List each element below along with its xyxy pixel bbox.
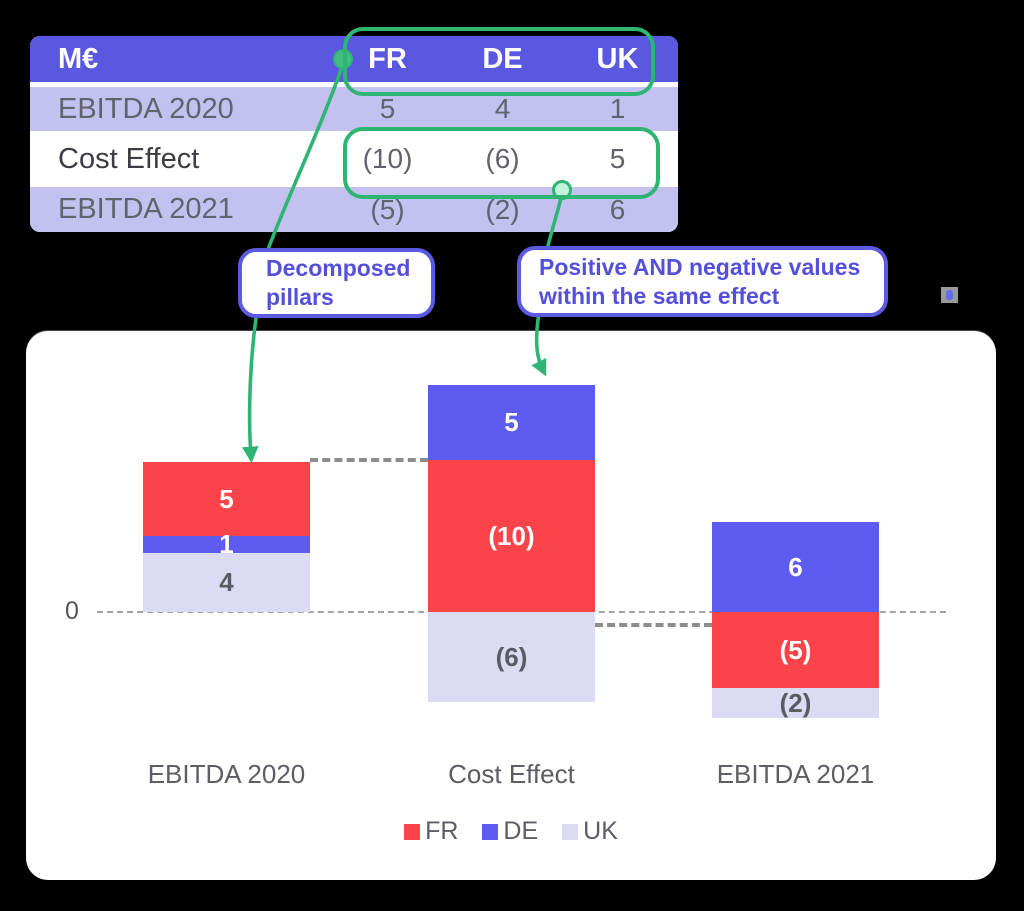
cell-de: (2): [485, 193, 520, 225]
bar-segment-uk[interactable]: 4: [143, 553, 310, 612]
bar-segment-fr[interactable]: 5: [143, 462, 310, 536]
legend-swatch-fr: [404, 823, 421, 840]
bar-segment-uk[interactable]: 6: [712, 522, 879, 612]
segment-value-label: (5): [779, 634, 812, 665]
chart-card: 0 5 1 4 5 (10) (6) 6 (5) (2) EBITDA 2020…: [26, 331, 996, 880]
x-axis-label-ebitda-2020: EBITDA 2020: [147, 759, 306, 789]
legend-label: UK: [583, 817, 618, 845]
table-row-ebitda-2021: EBITDA 2021 (5) (2) 6: [30, 187, 678, 232]
bar-segment-de[interactable]: (6): [428, 612, 595, 702]
legend-item-de[interactable]: DE: [482, 817, 538, 846]
cursor-beam-icon: [946, 290, 953, 300]
bar-ebitda-2020[interactable]: 5 1 4: [143, 462, 310, 612]
segment-value-label: 1: [219, 529, 234, 559]
bar-segment-de[interactable]: 1: [143, 529, 310, 559]
row-label: Cost Effect: [58, 142, 200, 175]
x-axis-label-cost-effect: Cost Effect: [448, 759, 575, 789]
legend-item-fr[interactable]: FR: [404, 817, 458, 846]
segment-value-label: (10): [488, 520, 535, 551]
table-header-row: M€ FR DE UK: [30, 36, 678, 82]
segment-value-label: 6: [788, 551, 803, 582]
callout-decomposed-pillars: Decomposed pillars: [238, 248, 435, 318]
table-row-ebitda-2020: EBITDA 2020 5 4 1: [30, 87, 678, 131]
legend-swatch-uk: [562, 823, 579, 840]
segment-value-label: 5: [504, 407, 519, 437]
bar-ebitda-2021[interactable]: 6 (5) (2): [712, 522, 879, 718]
zero-axis-label: 0: [65, 597, 79, 625]
callout-text: Decomposed pillars: [266, 255, 411, 310]
table-column-de: DE: [482, 42, 523, 75]
x-axis-label-ebitda-2021: EBITDA 2021: [716, 759, 875, 789]
chart-legend: FR DE UK: [26, 817, 996, 846]
waterfall-connector-top: [310, 458, 428, 462]
callout-pos-neg-values: Positive AND negative values within the …: [517, 246, 888, 317]
row-label: EBITDA 2020: [58, 92, 234, 125]
data-table: M€ FR DE UK EBITDA 2020 5 4 1 Cost Effec…: [30, 36, 678, 232]
segment-value-label: (2): [779, 687, 812, 718]
bar-segment-positive[interactable]: 5: [428, 385, 595, 460]
legend-label: DE: [503, 817, 539, 845]
bar-cost-effect[interactable]: 5 (10) (6): [428, 385, 595, 702]
segment-value-label: 4: [219, 567, 234, 597]
cell-de: 4: [494, 93, 511, 124]
bar-segment-de[interactable]: (2): [712, 688, 879, 718]
table-column-uk: UK: [596, 42, 639, 75]
table-row-cost-effect: Cost Effect (10) (6) 5: [30, 131, 678, 187]
bar-segment-fr[interactable]: (10): [428, 460, 595, 612]
cell-fr: (5): [370, 193, 405, 225]
cell-uk: 5: [609, 143, 626, 174]
segment-value-label: 5: [219, 483, 234, 514]
cell-de: (6): [485, 143, 520, 174]
legend-item-uk[interactable]: UK: [562, 817, 618, 846]
cell-uk: 6: [609, 193, 626, 225]
callout-text: Positive AND negative values within the …: [539, 253, 861, 309]
table-unit-header: M€: [58, 42, 99, 75]
legend-swatch-de: [482, 823, 499, 840]
segment-value-label: (6): [495, 641, 528, 672]
waterfall-connector-bottom: [595, 623, 712, 627]
legend-label: FR: [425, 817, 459, 845]
row-label: EBITDA 2021: [58, 193, 234, 225]
cell-fr: (10): [362, 143, 413, 174]
bar-segment-fr[interactable]: (5): [712, 612, 879, 688]
cursor-artifact: [941, 287, 958, 303]
table-column-fr: FR: [368, 42, 407, 75]
cell-fr: 5: [379, 93, 396, 124]
cell-uk: 1: [609, 93, 626, 124]
